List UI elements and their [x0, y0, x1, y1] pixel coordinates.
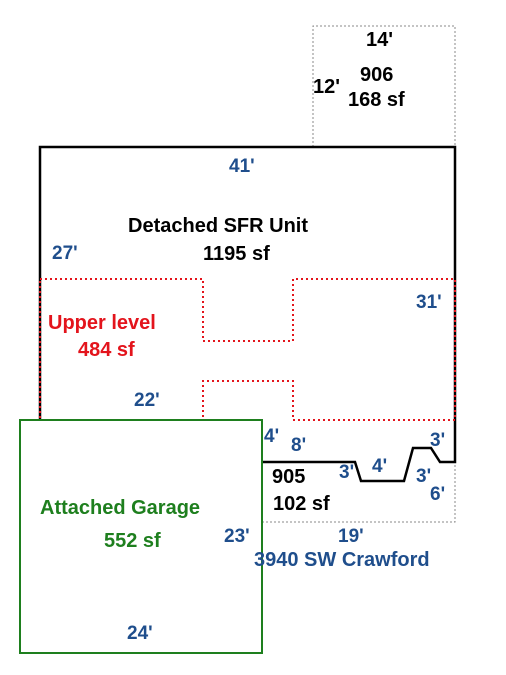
addon-906-area: 168 sf: [348, 89, 405, 111]
garage-outline: [19, 419, 263, 654]
main-unit-outline: [38, 145, 457, 483]
notch-dim-3b: 3': [416, 466, 432, 487]
addon-905-outline: [262, 462, 456, 523]
upper-level-area: 484 sf: [78, 339, 135, 361]
upper-level-name: Upper level: [48, 312, 156, 334]
addon-905-id: 905: [272, 466, 306, 488]
notch-dim-3c: 3': [430, 430, 446, 451]
garage-right-dimension: 23': [224, 526, 250, 547]
property-address: 3940 SW Crawford: [254, 549, 430, 571]
main-unit-area: 1195 sf: [203, 243, 270, 265]
upper-level-bottom-dimension: 22': [134, 390, 160, 411]
main-right-dimension: 31': [416, 292, 442, 313]
garage-area: 552 sf: [104, 530, 161, 552]
notch-dim-3a: 3': [339, 462, 355, 483]
notch-dim-4b: 4': [372, 456, 388, 477]
addon-906-id: 906: [360, 64, 394, 86]
main-top-dimension: 41': [229, 156, 255, 177]
addon-906-depth: 12': [313, 76, 341, 98]
main-unit-name: Detached SFR Unit: [128, 215, 309, 237]
garage-bottom-dimension: 24': [127, 623, 153, 644]
addon-905-area: 102 sf: [273, 493, 330, 515]
addon-906-outline: [312, 25, 456, 147]
notch-dim-8: 8': [291, 435, 307, 456]
addon-906-width: 14': [366, 29, 394, 51]
main-left-dimension: 27': [52, 243, 78, 264]
addon-905-bottom-dimension: 19': [338, 526, 364, 547]
notch-dim-6: 6': [430, 484, 446, 505]
garage-name: Attached Garage: [40, 497, 201, 519]
notch-dim-4a: 4': [264, 426, 280, 447]
